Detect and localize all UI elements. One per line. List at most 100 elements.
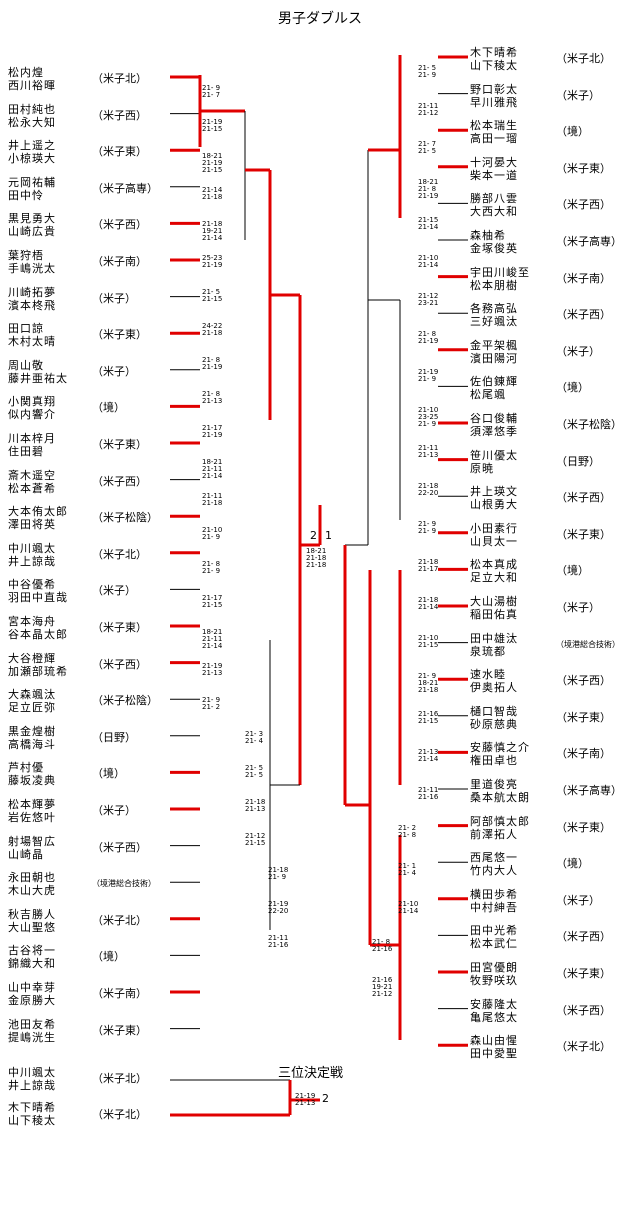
- player-name: 金平架楓: [470, 338, 518, 352]
- player-name: 芦村優: [8, 761, 44, 775]
- player-name: 手嶋洸太: [8, 262, 56, 275]
- match-score: 21- 1 21- 4: [398, 862, 417, 877]
- player-name: 住田碧: [8, 445, 44, 458]
- team-name: （米子東）: [92, 621, 147, 634]
- player-name: 伊奥拓人: [470, 681, 518, 695]
- team-name: （日野）: [92, 730, 136, 744]
- player-name: 西尾悠一: [470, 851, 518, 865]
- team-name: （境）: [556, 857, 589, 871]
- match-score: 21- 5 21- 9: [418, 64, 437, 79]
- match-score: 21- 8 21-16: [372, 938, 393, 953]
- player-name: 岩佐悠叶: [8, 811, 56, 824]
- player-name: 松本武仁: [470, 937, 518, 951]
- team-name: （米子東）: [92, 328, 147, 342]
- player-name: 牧野咲玖: [470, 974, 518, 987]
- player-name: 松本輝夢: [8, 798, 56, 811]
- player-name: 田宮優朗: [470, 961, 518, 974]
- team-name: （米子西）: [556, 198, 611, 212]
- player-name: 松内煌: [8, 66, 44, 79]
- player-name: 山崎晶: [8, 847, 44, 861]
- final-result: 2: [310, 529, 317, 542]
- team-name: （米子東）: [556, 161, 611, 175]
- team-name: （境）: [92, 401, 125, 415]
- match-score: 21- 9 21- 2: [202, 696, 221, 711]
- player-name: 川本梓月: [8, 432, 56, 445]
- match-score: 21-11 21-12: [418, 102, 439, 117]
- player-name: 田中怜: [8, 188, 44, 202]
- player-name: 射場智広: [8, 834, 56, 848]
- page-title: 男子ダブルス: [278, 11, 362, 27]
- team-name: （米子）: [556, 601, 600, 614]
- team-name: （米子西）: [556, 1003, 611, 1017]
- match-score: 21- 8 21-13: [202, 390, 223, 405]
- player-name: 山根勇大: [470, 498, 518, 512]
- player-name: 谷本晶太郎: [8, 628, 68, 641]
- team-name: （米子東）: [556, 527, 611, 541]
- player-name: 加瀬部琉希: [8, 664, 68, 678]
- team-name: （境）: [556, 125, 589, 139]
- player-name: 濱本柊飛: [8, 298, 56, 312]
- player-name: 松尾颯: [470, 388, 506, 402]
- team-name: （米子北）: [92, 1072, 147, 1085]
- match-score: 21-11 21-18: [202, 492, 223, 507]
- match-score: 21-11 21-16: [268, 934, 289, 949]
- player-name: 原暁: [470, 461, 494, 475]
- team-name: （境）: [556, 381, 589, 395]
- player-name: 藤坂凌典: [8, 774, 56, 788]
- team-name: （米子松陰）: [92, 511, 158, 525]
- player-name: 大西大和: [470, 205, 518, 219]
- team-name: （米子南）: [92, 987, 147, 1000]
- player-name: 井上瑛文: [470, 485, 518, 499]
- player-name: 前澤拓人: [470, 827, 518, 841]
- third-place-title: 三位決定戦: [278, 1066, 344, 1081]
- player-name: 古谷将一: [8, 944, 56, 958]
- match-score: 21-18 21-14: [418, 596, 439, 611]
- player-name: 山崎広貴: [8, 225, 56, 239]
- player-name: 田村純也: [8, 102, 56, 116]
- player-name: 斎木遥空: [8, 468, 56, 482]
- match-score: 21- 9 21- 9: [418, 520, 437, 535]
- team-name: （米子東）: [556, 710, 611, 724]
- player-name: 錦織大和: [8, 957, 56, 971]
- player-name: 中村紳吾: [470, 900, 518, 914]
- team-name: （米子高専）: [92, 181, 158, 195]
- player-name: 足立大和: [470, 571, 518, 585]
- player-name: 亀尾悠太: [470, 1010, 518, 1024]
- match-score: 21-10 21-14: [418, 254, 439, 269]
- match-score: 21-19 21-13: [295, 1092, 316, 1107]
- player-name: 西川裕暉: [8, 79, 56, 92]
- match-score: 21-14 21-18: [202, 186, 223, 201]
- player-name: 周山敬: [8, 358, 44, 372]
- team-name: （米子東）: [92, 1023, 147, 1037]
- player-name: 横田歩希: [470, 887, 518, 901]
- player-name: 藤井亜祐太: [8, 371, 68, 385]
- team-name: （米子東）: [92, 438, 147, 451]
- match-score: 21-19 21-13: [202, 662, 223, 677]
- team-name: （米子東）: [556, 967, 611, 980]
- player-name: 谷口俊輔: [470, 412, 518, 425]
- match-score: 21-19 21- 9: [418, 368, 439, 383]
- player-name: 桑本航太朗: [470, 791, 530, 804]
- player-name: 小関真翔: [8, 395, 56, 409]
- player-name: 安藤隆太: [470, 997, 518, 1011]
- match-score: 21- 9 18-21 21-18: [418, 672, 439, 694]
- player-name: 松本蒼希: [8, 481, 56, 495]
- player-name: 柴本一道: [470, 168, 518, 182]
- player-name: 元岡祐輔: [8, 175, 56, 189]
- team-name: （米子西）: [556, 930, 611, 944]
- team-name: （米子北）: [92, 913, 147, 927]
- player-name: 速水睦: [470, 668, 506, 682]
- player-name: 樋口智哉: [470, 704, 518, 718]
- match-score: 21-18 21-17: [418, 558, 439, 573]
- match-score: 21- 8 21-19: [202, 356, 223, 371]
- team-name: （米子高専）: [556, 235, 622, 248]
- player-name: 黒見勇大: [8, 212, 56, 226]
- player-name: 松本真成: [470, 558, 518, 572]
- team-name: （米子北）: [92, 72, 147, 85]
- match-score: 21-18 22-20: [418, 482, 439, 497]
- player-name: 秋吉勝人: [8, 907, 56, 921]
- match-score: 25-23 21-19: [202, 254, 223, 269]
- match-score: 21-18 19-21 21-14: [202, 220, 223, 242]
- match-score: 21-18 21- 9: [268, 866, 289, 881]
- player-name: 中川颯太: [8, 1066, 56, 1079]
